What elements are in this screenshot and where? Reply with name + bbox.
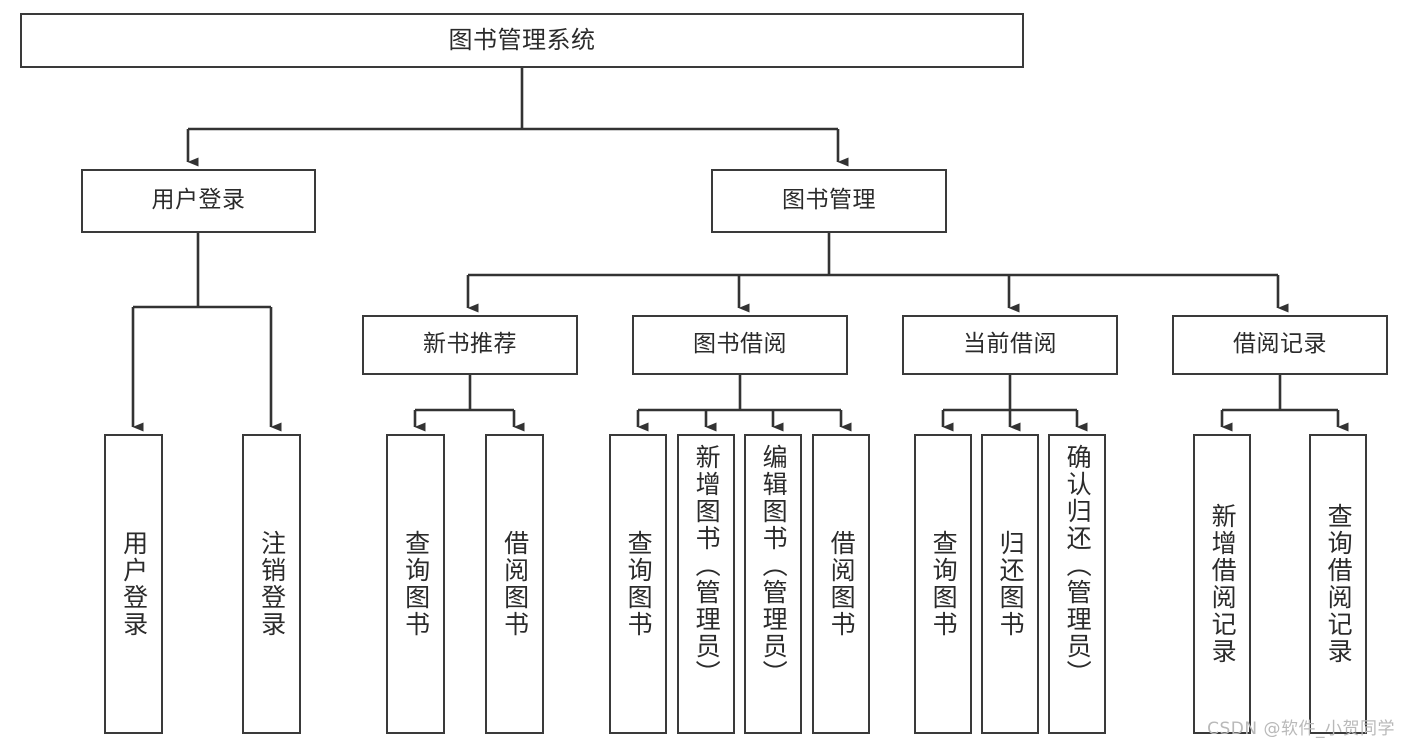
node-leaf-add-book-label: 新增图书（管理员） — [692, 444, 722, 687]
node-new-book-recommend[interactable]: 新书推荐 — [362, 315, 578, 375]
node-root[interactable]: 图书管理系统 — [20, 13, 1024, 68]
node-new-book-recommend-label: 新书推荐 — [423, 331, 517, 358]
node-leaf-return-book-label: 归还图书 — [996, 530, 1026, 638]
node-leaf-user-login-label: 用户登录 — [119, 530, 149, 638]
node-leaf-query-book-3-label: 查询图书 — [929, 530, 959, 638]
node-user-login-label: 用户登录 — [151, 187, 246, 214]
node-leaf-logout[interactable]: 注销登录 — [242, 434, 301, 734]
node-leaf-query-book-1[interactable]: 查询图书 — [386, 434, 445, 734]
node-leaf-edit-book[interactable]: 编辑图书（管理员） — [744, 434, 802, 734]
node-leaf-logout-label: 注销登录 — [257, 530, 287, 638]
node-book-manage-label: 图书管理 — [782, 187, 876, 214]
node-leaf-query-book-3[interactable]: 查询图书 — [914, 434, 972, 734]
node-leaf-query-record-label: 查询借阅记录 — [1324, 503, 1354, 665]
node-leaf-borrow-book-1[interactable]: 借阅图书 — [485, 434, 544, 734]
node-user-login[interactable]: 用户登录 — [81, 169, 316, 233]
node-leaf-borrow-book-2[interactable]: 借阅图书 — [812, 434, 870, 734]
watermark: CSDN @软件_小贺同学 — [1207, 719, 1395, 739]
node-borrow-record[interactable]: 借阅记录 — [1172, 315, 1388, 375]
node-current-borrow[interactable]: 当前借阅 — [902, 315, 1118, 375]
node-leaf-confirm-return-label: 确认归还（管理员） — [1063, 444, 1093, 687]
node-leaf-confirm-return[interactable]: 确认归还（管理员） — [1048, 434, 1106, 734]
node-leaf-query-record[interactable]: 查询借阅记录 — [1309, 434, 1367, 734]
node-borrow-record-label: 借阅记录 — [1233, 331, 1327, 358]
node-book-borrow[interactable]: 图书借阅 — [632, 315, 848, 375]
node-root-label: 图书管理系统 — [448, 26, 596, 55]
node-book-borrow-label: 图书借阅 — [693, 331, 787, 358]
node-leaf-add-record[interactable]: 新增借阅记录 — [1193, 434, 1251, 734]
node-leaf-query-book-1-label: 查询图书 — [401, 530, 431, 638]
node-leaf-query-book-2[interactable]: 查询图书 — [609, 434, 667, 734]
node-current-borrow-label: 当前借阅 — [963, 331, 1057, 358]
node-leaf-edit-book-label: 编辑图书（管理员） — [759, 444, 789, 687]
node-leaf-query-book-2-label: 查询图书 — [624, 530, 654, 638]
node-leaf-borrow-book-2-label: 借阅图书 — [827, 530, 857, 638]
node-leaf-add-record-label: 新增借阅记录 — [1208, 503, 1238, 665]
node-leaf-borrow-book-1-label: 借阅图书 — [500, 530, 530, 638]
node-leaf-user-login[interactable]: 用户登录 — [104, 434, 163, 734]
node-leaf-return-book[interactable]: 归还图书 — [981, 434, 1039, 734]
node-leaf-add-book[interactable]: 新增图书（管理员） — [677, 434, 735, 734]
node-book-manage[interactable]: 图书管理 — [711, 169, 947, 233]
